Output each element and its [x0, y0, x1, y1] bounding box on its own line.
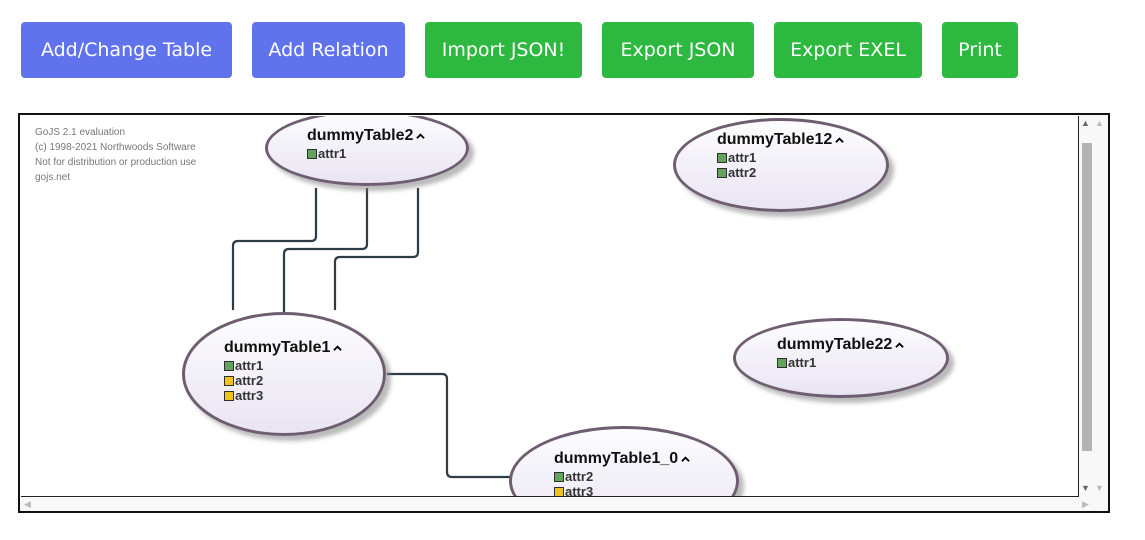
scroll-up-icon[interactable]: ▲	[1095, 118, 1104, 128]
attribute-row[interactable]: attr2	[224, 373, 342, 388]
table-node-dummytable12[interactable]	[673, 118, 889, 212]
relation-link	[282, 188, 369, 312]
diagram-frame: GoJS 2.1 evaluation (c) 1998-2021 Northw…	[18, 113, 1110, 513]
scroll-down-icon[interactable]: ▼	[1081, 483, 1090, 493]
attribute-row[interactable]: attr2	[554, 469, 690, 484]
export-json-button[interactable]: Export JSON	[602, 22, 754, 78]
relation-link	[333, 188, 420, 310]
scroll-up-icon[interactable]: ▲	[1081, 118, 1090, 128]
collapse-caret-icon[interactable]	[416, 132, 426, 141]
add-change-table-button[interactable]: Add/Change Table	[21, 22, 232, 78]
collapse-caret-icon[interactable]	[895, 341, 905, 350]
gojs-watermark: GoJS 2.1 evaluation (c) 1998-2021 Northw…	[35, 125, 196, 185]
relation-link	[387, 372, 513, 479]
attribute-row[interactable]: attr1	[224, 358, 342, 373]
relation-link	[231, 188, 318, 310]
attribute-key-icon	[307, 148, 317, 159]
attribute-row[interactable]: attr3	[554, 484, 690, 496]
table-name: dummyTable1	[224, 339, 331, 356]
attribute-row[interactable]: attr3	[224, 388, 342, 403]
scroll-right-icon[interactable]: ▶	[1082, 499, 1089, 509]
attribute-row[interactable]: attr1	[307, 146, 425, 161]
table-node-dummytable2[interactable]	[265, 116, 469, 186]
vertical-scrollbar[interactable]: ▲ ▲ ▼ ▼	[1079, 115, 1108, 497]
relation-links	[231, 188, 513, 479]
attribute-key-icon	[717, 167, 727, 178]
horizontal-scrollbar[interactable]: ◀ ▶	[20, 497, 1108, 511]
table-name: dummyTable22	[777, 336, 893, 353]
watermark-line: Not for distribution or production use	[35, 157, 197, 168]
attribute-key-icon	[554, 486, 564, 496]
table-name: dummyTable1_0	[554, 450, 679, 467]
attribute-row[interactable]: attr1	[717, 150, 844, 165]
attribute-key-icon	[777, 357, 787, 368]
watermark-line: (c) 1998-2021 Northwoods Software	[35, 142, 196, 153]
watermark-line: GoJS 2.1 evaluation	[35, 127, 126, 138]
table-name: dummyTable2	[307, 127, 414, 144]
attribute-key-icon	[554, 471, 564, 482]
print-button[interactable]: Print	[942, 22, 1018, 78]
attribute-row[interactable]: attr2	[717, 165, 844, 180]
export-excel-button[interactable]: Export EXEL	[774, 22, 922, 78]
attribute-row[interactable]: attr1	[777, 355, 904, 370]
collapse-caret-icon[interactable]	[333, 344, 343, 353]
attribute-key-icon	[224, 390, 234, 401]
diagram-canvas[interactable]: GoJS 2.1 evaluation (c) 1998-2021 Northw…	[21, 116, 1079, 497]
scrollbar-thumb[interactable]	[1082, 143, 1092, 451]
collapse-caret-icon[interactable]	[681, 455, 690, 464]
watermark-line: gojs.net	[35, 172, 71, 183]
table-node-dummytable1[interactable]	[182, 312, 386, 436]
table-node-dummytable22[interactable]	[733, 318, 949, 398]
attribute-key-icon	[224, 360, 234, 371]
scroll-down-icon[interactable]: ▼	[1095, 483, 1104, 493]
collapse-caret-icon[interactable]	[835, 136, 845, 145]
table-name: dummyTable12	[717, 131, 833, 148]
import-json-button[interactable]: Import JSON!	[425, 22, 582, 78]
scroll-left-icon[interactable]: ◀	[24, 499, 31, 509]
add-relation-button[interactable]: Add Relation	[252, 22, 405, 78]
attribute-key-icon	[224, 375, 234, 386]
attribute-key-icon	[717, 152, 727, 163]
